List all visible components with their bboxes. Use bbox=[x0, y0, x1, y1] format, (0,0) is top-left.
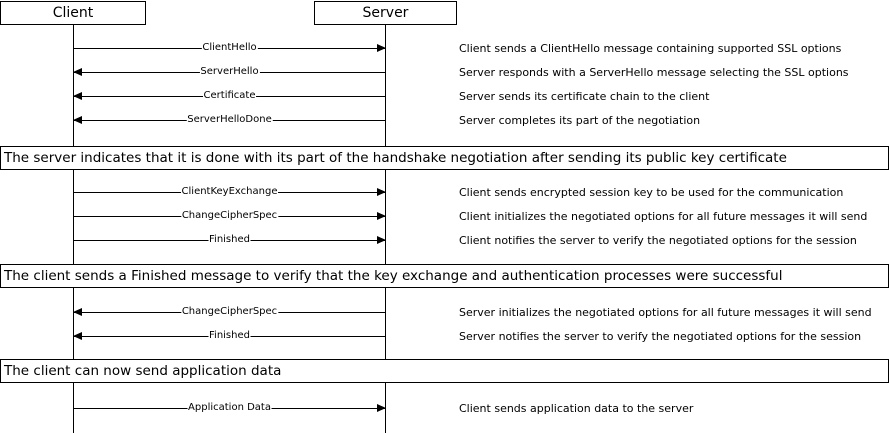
message-label: Certificate bbox=[202, 89, 257, 102]
arrow-head-left bbox=[73, 68, 82, 76]
message-note: Client sends application data to the ser… bbox=[459, 402, 694, 415]
client-lifeline bbox=[73, 383, 74, 433]
message-note: Server responds with a ServerHello messa… bbox=[459, 66, 849, 79]
message-label: Finished bbox=[208, 329, 251, 342]
server-lifeline bbox=[385, 288, 386, 359]
arrow-head-right bbox=[377, 404, 386, 412]
message-label: Finished bbox=[208, 233, 251, 246]
message-arrow: Finished bbox=[73, 329, 385, 342]
message-arrow: Finished bbox=[74, 233, 386, 246]
actor-server: Server bbox=[314, 1, 457, 25]
message-note: Server notifies the server to verify the… bbox=[459, 330, 862, 343]
message-note: Client notifies the server to verify the… bbox=[459, 234, 857, 247]
message-label: ClientHello bbox=[201, 41, 258, 54]
note-banner: The client sends a Finished message to v… bbox=[0, 264, 889, 288]
arrow-head-right bbox=[377, 44, 386, 52]
client-lifeline bbox=[73, 25, 74, 146]
server-lifeline bbox=[385, 25, 386, 146]
arrow-head-left bbox=[73, 332, 82, 340]
message-arrow: ChangeCipherSpec bbox=[74, 209, 386, 222]
message-label: ServerHelloDone bbox=[186, 113, 273, 126]
message-label: Application Data bbox=[187, 401, 272, 414]
message-arrow: ServerHelloDone bbox=[73, 113, 385, 126]
actor-client: Client bbox=[0, 1, 146, 25]
message-label: ChangeCipherSpec bbox=[180, 209, 279, 222]
message-arrow: ChangeCipherSpec bbox=[73, 305, 385, 318]
client-lifeline bbox=[73, 288, 74, 359]
arrow-head-left bbox=[73, 92, 82, 100]
message-note: Server initializes the negotiated option… bbox=[459, 306, 872, 319]
message-label: ServerHello bbox=[199, 65, 260, 78]
message-note: Client initializes the negotiated option… bbox=[459, 210, 868, 223]
message-note: Client sends encrypted session key to be… bbox=[459, 186, 844, 199]
message-arrow: ServerHello bbox=[73, 65, 385, 78]
message-arrow: Certificate bbox=[73, 89, 385, 102]
arrow-head-left bbox=[73, 116, 82, 124]
message-arrow: Application Data bbox=[74, 401, 386, 414]
arrow-head-right bbox=[377, 212, 386, 220]
note-banner: The server indicates that it is done wit… bbox=[0, 146, 889, 170]
note-banner: The client can now send application data bbox=[0, 359, 889, 383]
message-note: Client sends a ClientHello message conta… bbox=[459, 42, 842, 55]
arrow-head-right bbox=[377, 236, 386, 244]
message-arrow: ClientHello bbox=[74, 41, 386, 54]
arrow-head-right bbox=[377, 188, 386, 196]
client-lifeline bbox=[73, 170, 74, 264]
message-label: ChangeCipherSpec bbox=[180, 305, 279, 318]
message-label: ClientKeyExchange bbox=[180, 185, 279, 198]
message-arrow: ClientKeyExchange bbox=[74, 185, 386, 198]
message-note: Server completes its part of the negotia… bbox=[459, 114, 701, 127]
arrow-head-left bbox=[73, 308, 82, 316]
message-note: Server sends its certificate chain to th… bbox=[459, 90, 710, 103]
